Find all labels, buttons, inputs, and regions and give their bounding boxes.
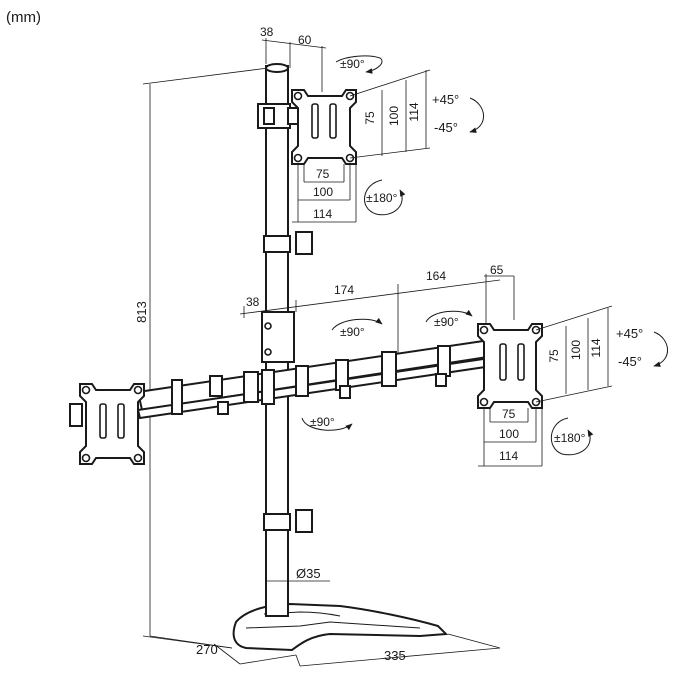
arm-inner-length-label: 174: [334, 283, 354, 297]
arm-rotate-outer-label: ±90°: [434, 315, 459, 329]
arm-outer-length-label: 164: [426, 269, 446, 283]
top-vesa-w-large: 114: [313, 207, 332, 221]
top-tilt-indicator: +45° -45°: [432, 92, 484, 135]
top-vesa-h-large: 114: [407, 102, 421, 121]
top-side-rotation: ±90°: [335, 55, 383, 74]
left-monitor-head: [69, 383, 145, 465]
right-vesa-horizontal-dims: 75 100 114: [478, 407, 543, 467]
top-tilt-down-label: -45°: [434, 120, 458, 135]
top-vesa-vertical-dims: 75 100 114: [349, 69, 431, 159]
base-depth-label: 270: [196, 642, 218, 657]
arm-rotation-indicators: ±90° ±90° ±90°: [301, 309, 473, 431]
pole-diameter-dimension: Ø35: [266, 566, 330, 582]
base-width-label: 335: [384, 648, 406, 663]
top-vesa-w-mid: 100: [313, 185, 333, 199]
base-width-dimension: 335: [295, 633, 501, 667]
pole-height-dimension: 813: [134, 67, 269, 649]
right-rotate-full-label: ±180°: [554, 431, 586, 445]
dual-arm: [136, 338, 496, 420]
top-vesa-h-mid: 100: [387, 106, 401, 126]
right-vesa-h-large: 114: [589, 338, 603, 357]
arm-end-length-label: 65: [490, 263, 504, 277]
top-vesa-horizontal-dims: 75 100 114: [292, 164, 357, 223]
top-offset-a-label: 38: [260, 25, 274, 39]
right-tilt-down-label: -45°: [618, 354, 642, 369]
base-depth-dimension: 270: [149, 635, 297, 665]
top-offset-b-label: 60: [298, 33, 312, 47]
right-vesa-vertical-dims: 75 100 114: [535, 305, 613, 403]
right-monitor-head: [477, 323, 543, 409]
pole: [257, 63, 313, 617]
top-rotate-full-label: ±180°: [366, 191, 398, 205]
pole-height-label: 813: [134, 301, 149, 323]
top-tilt-up-label: +45°: [432, 92, 459, 107]
top-offset-dimension: 38 60: [260, 25, 327, 92]
right-vesa-w-mid: 100: [499, 427, 519, 441]
arm-rotate-base-label: ±90°: [310, 415, 335, 429]
right-vesa-w-small: 75: [502, 407, 516, 421]
right-tilt-up-label: +45°: [616, 326, 643, 341]
right-tilt-indicator: +45° -45°: [616, 326, 668, 369]
top-monitor-head: [287, 89, 357, 165]
top-rotate-side-label: ±90°: [340, 57, 365, 71]
pole-diameter-label: Ø35: [296, 566, 321, 581]
top-vesa-h-small: 75: [363, 111, 377, 125]
unit-label: (mm): [6, 9, 41, 26]
right-vesa-w-large: 114: [499, 449, 518, 463]
top-vesa-w-small: 75: [316, 167, 330, 181]
arm-rotate-inner-label: ±90°: [340, 325, 365, 339]
top-full-rotation: ±180°: [364, 179, 406, 216]
right-vesa-h-mid: 100: [569, 340, 583, 360]
right-vesa-h-small: 75: [547, 349, 561, 363]
arm-pole-offset-label: 38: [246, 295, 260, 309]
right-full-rotation: ±180°: [551, 417, 594, 456]
arm-dimensions: 38 174 164 65: [239, 263, 515, 354]
